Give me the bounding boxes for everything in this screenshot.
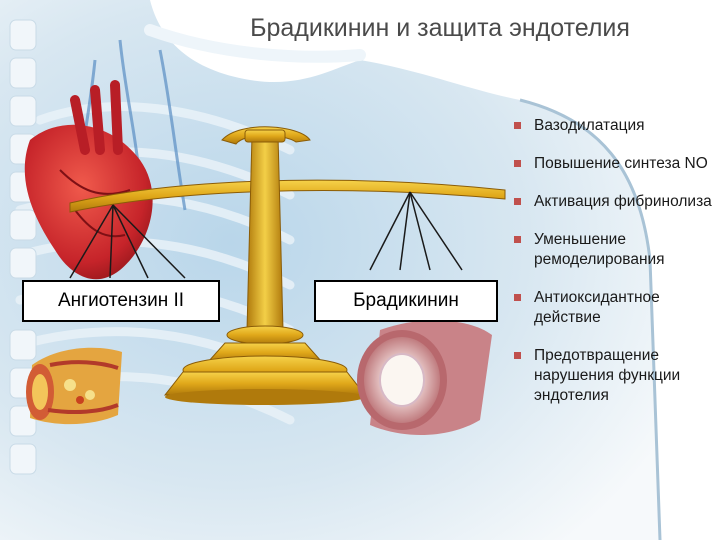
slide-title: Брадикинин и защита эндотелия — [250, 14, 630, 42]
effect-item: Уменьшение ремоделирования — [512, 230, 716, 270]
effect-item: Антиоксидантное действие — [512, 288, 716, 328]
angiotensin-label: Ангиотензин II — [22, 280, 220, 322]
balance-scale-icon — [69, 126, 506, 405]
damaged-vessel-icon — [26, 347, 122, 425]
effect-item: Повышение синтеза NO — [512, 154, 716, 174]
effect-item: Активация фибринолиза — [512, 192, 716, 212]
healthy-vessel-icon — [357, 320, 492, 436]
effect-item: Вазодилатация — [512, 116, 716, 136]
effects-list: Вазодилатация Повышение синтеза NO Актив… — [512, 116, 716, 424]
bradykinin-label: Брадикинин — [314, 280, 498, 322]
effect-item: Предотвращение нарушения функции эндотел… — [512, 346, 716, 406]
